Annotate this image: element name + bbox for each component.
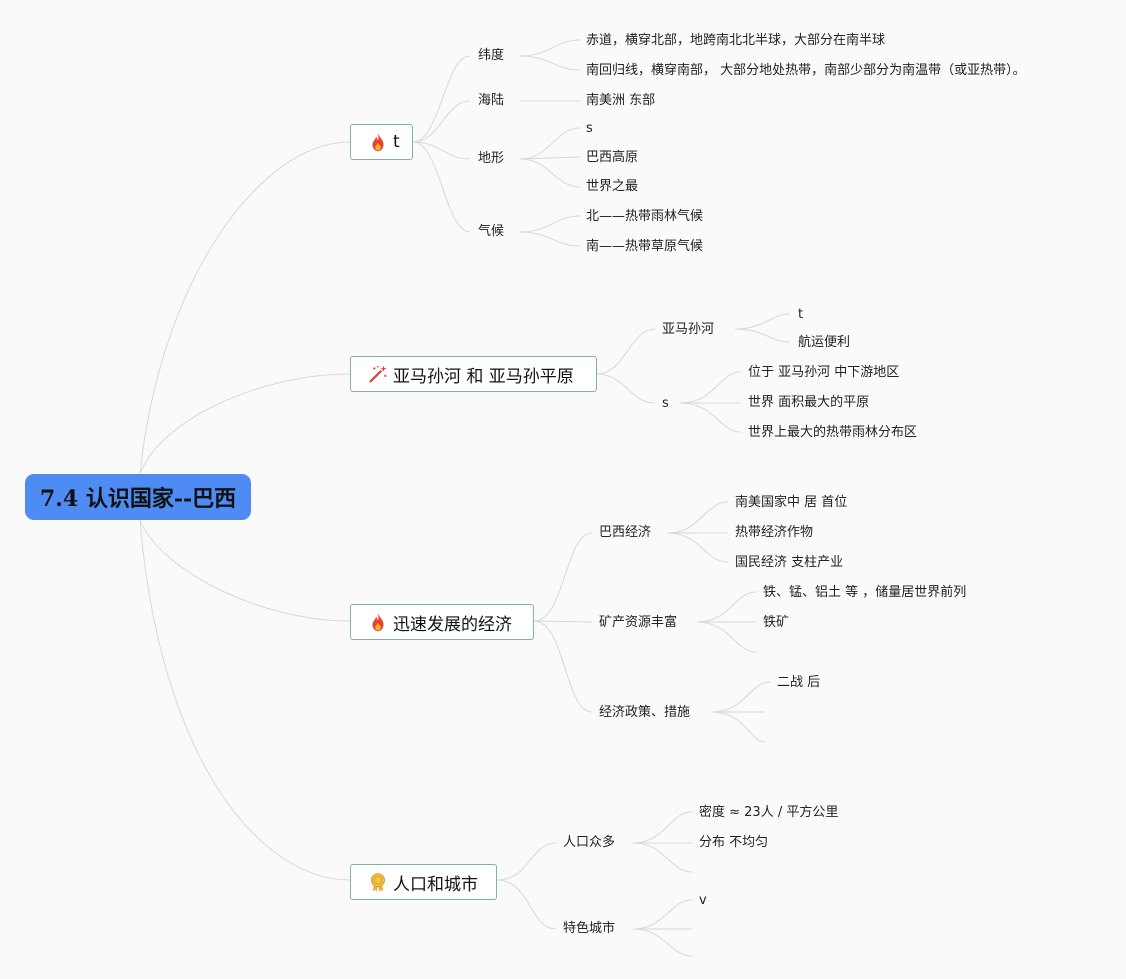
connector: [596, 373, 656, 404]
connector: [679, 371, 741, 404]
fire-icon: [372, 132, 384, 152]
leaf-node[interactable]: 航运便利: [798, 335, 851, 350]
leaf-node[interactable]: 南美国家中 居 首位: [735, 495, 848, 510]
branch-topic-1[interactable]: t: [350, 124, 413, 160]
leaf-node[interactable]: 分布 不均匀: [699, 835, 769, 850]
root-topic[interactable]: 7.4 认识国家--巴西: [25, 474, 251, 520]
subtopic-amazon-plain[interactable]: s: [662, 396, 669, 411]
leaf-node[interactable]: 南美洲 东部: [586, 93, 656, 108]
leaf-node[interactable]: 南回归线，横穿南部， 大部分地处热带，南部少部分为南温带（或亚热带）。: [586, 63, 1026, 78]
connector: [632, 899, 693, 930]
connector: [632, 928, 693, 957]
connector: [139, 519, 351, 622]
connector: [412, 100, 471, 143]
branch-label: 人口和城市: [393, 874, 478, 895]
connector: [519, 158, 581, 188]
connector: [679, 402, 741, 433]
connector: [696, 591, 757, 623]
connector: [696, 621, 757, 653]
leaf-node[interactable]: 热带经济作物: [735, 525, 814, 540]
connector: [632, 811, 693, 844]
connector: [711, 681, 771, 713]
leaf-node[interactable]: 铁、锰、铝土 等 ，储量居世界前列: [763, 585, 967, 600]
connector: [596, 328, 656, 375]
subtopic-climate[interactable]: 气候: [478, 224, 505, 239]
leaf-node[interactable]: v: [699, 893, 707, 908]
connector: [139, 373, 351, 475]
leaf-node[interactable]: 位于 亚马孙河 中下游地区: [748, 365, 900, 380]
subtopic-large-population[interactable]: 人口众多: [563, 835, 616, 850]
connector: [519, 231, 581, 247]
branch-topic-2[interactable]: 亚马孙河 和 亚马孙平原: [350, 356, 597, 392]
connector: [632, 842, 693, 873]
connector: [519, 39, 581, 57]
branch-label: t: [393, 132, 400, 152]
connector: [734, 328, 791, 343]
connector: [139, 141, 351, 475]
leaf-node[interactable]: 世界 面积最大的平原: [748, 395, 870, 410]
connector: [412, 141, 471, 160]
connector: [519, 55, 581, 71]
connector: [519, 127, 581, 160]
connector: [533, 532, 593, 622]
leaf-node[interactable]: 世界之最: [586, 179, 639, 194]
connector: [412, 141, 471, 233]
connector: [667, 532, 729, 563]
leaf-node[interactable]: 南——热带草原气候: [586, 239, 704, 254]
connector: [496, 842, 557, 881]
leaf-node[interactable]: t: [798, 307, 804, 322]
connector: [667, 501, 729, 534]
leaf-node[interactable]: 世界上最大的热带雨林分布区: [748, 425, 918, 440]
subtopic-mineral-resources[interactable]: 矿产资源丰富: [599, 615, 678, 630]
connector: [519, 156, 581, 160]
branch-topic-3[interactable]: 迅速发展的经济: [350, 604, 534, 640]
connector: [711, 711, 766, 743]
leaf-node[interactable]: 赤道，横穿北部，地跨南北北半球，大部分在南半球: [586, 33, 886, 48]
leaf-node[interactable]: 二战 后: [777, 675, 821, 690]
root-title: 7.4 认识国家--巴西: [39, 486, 237, 512]
leaf-node[interactable]: 国民经济 支柱产业: [735, 555, 844, 570]
subtopic-economic-policy[interactable]: 经济政策、措施: [599, 705, 691, 720]
leaf-node[interactable]: 密度 ≈ 23人 / 平方公里: [699, 805, 839, 820]
leaf-node[interactable]: 铁矿: [763, 615, 790, 630]
connector: [533, 620, 593, 623]
subtopic-brazil-economy[interactable]: 巴西经济: [599, 525, 652, 540]
branch-label: 亚马孙河 和 亚马孙平原: [393, 366, 574, 387]
leaf-node[interactable]: 北——热带雨林气候: [586, 209, 704, 224]
subtopic-amazon-river[interactable]: 亚马孙河: [662, 322, 715, 337]
leaf-node[interactable]: 巴西高原: [586, 150, 639, 165]
leaf-node[interactable]: s: [586, 121, 593, 136]
branch-topic-4[interactable]: 人口和城市: [350, 864, 497, 900]
connector: [519, 215, 581, 233]
medal-icon: [371, 873, 385, 893]
subtopic-land-sea[interactable]: 海陆: [478, 93, 505, 108]
subtopic-latitude[interactable]: 纬度: [478, 48, 505, 63]
connector: [412, 55, 471, 143]
connector: [533, 620, 593, 713]
magic-wand-icon: [369, 365, 387, 383]
connector: [734, 313, 791, 330]
connector: [139, 519, 351, 881]
connector: [496, 879, 557, 930]
subtopic-featured-cities[interactable]: 特色城市: [563, 921, 616, 936]
fire-icon: [372, 612, 384, 632]
subtopic-terrain[interactable]: 地形: [478, 151, 505, 166]
branch-label: 迅速发展的经济: [393, 614, 512, 635]
